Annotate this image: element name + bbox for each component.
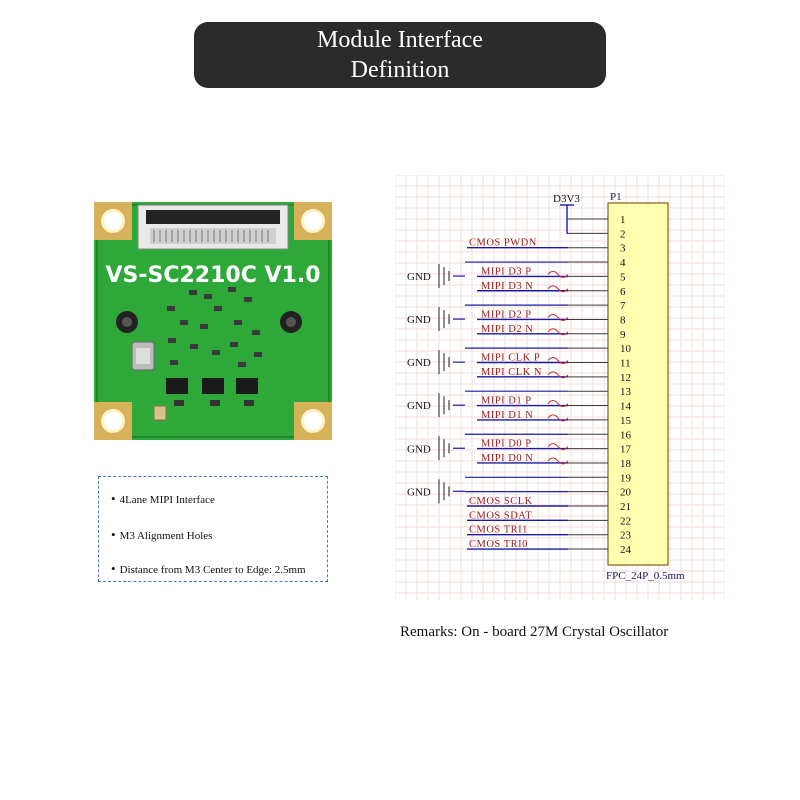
pin-number: 23 [620, 530, 632, 542]
connector-ref-label: P1 [610, 191, 622, 203]
pin-number: 19 [620, 472, 632, 484]
pin-number: 10 [620, 343, 632, 355]
signal-label: MIPI D3 N [481, 281, 533, 292]
pin-number: 24 [620, 544, 632, 556]
passive-components [167, 287, 262, 367]
pin-number: 4 [620, 257, 626, 269]
pin-number: 22 [620, 515, 631, 527]
pin-number: 20 [620, 487, 632, 499]
note-item: •M3 Alignment Holes [111, 527, 213, 542]
signal-label: MIPI D3 P [481, 266, 532, 277]
pin-number: 7 [620, 300, 626, 312]
diff-pair-marker [547, 457, 569, 465]
pin-number: 18 [620, 458, 632, 470]
schematic-drawing: P1FPC_24P_0.5mm1234567891011121314151617… [394, 174, 726, 600]
mounting-hole-top-right [294, 202, 332, 240]
diff-pair-marker [547, 443, 569, 451]
connector-body [607, 202, 669, 566]
note-item: •4Lane MIPI Interface [111, 491, 215, 506]
diff-pair-marker [547, 357, 569, 364]
diff-pair-marker [547, 270, 569, 278]
mounting-hole-bottom-right [294, 402, 332, 440]
board-image: VS-SC2210C V1.0 [94, 202, 332, 440]
pin-number: 8 [620, 314, 626, 326]
note-text: M3 Alignment Holes [119, 530, 213, 542]
camera-module-board: VS-SC2210C V1.0 [94, 202, 332, 440]
gnd-label: GND [407, 314, 431, 326]
pin-number: 15 [620, 415, 632, 427]
pin-number: 14 [620, 401, 632, 413]
note-item: •Distance from M3 Center to Edge: 2.5mm [111, 561, 306, 576]
signal-label: MIPI CLK P [481, 353, 540, 364]
signal-label: CMOS PWDN [469, 238, 537, 249]
pin-number: 21 [620, 501, 631, 513]
gnd-label: GND [407, 357, 431, 369]
pin-number: 12 [620, 372, 631, 384]
signal-label: MIPI CLK N [481, 367, 542, 378]
signal-label: MIPI D0 N [481, 453, 533, 464]
title-banner: Module Interface Definition [194, 22, 606, 88]
note-text: Distance from M3 Center to Edge: 2.5mm [119, 564, 306, 576]
signal-label: CMOS SCLK [469, 496, 533, 507]
gnd-label: GND [407, 400, 431, 412]
lens-holder-screw-right [280, 311, 302, 333]
board-label: VS-SC2210C V1.0 [105, 263, 320, 288]
crystal-oscillator [131, 341, 155, 371]
diff-pair-marker [547, 328, 569, 336]
pin-number: 6 [620, 286, 626, 298]
diff-pair-marker [547, 313, 569, 321]
title-line-2: Definition [350, 57, 450, 83]
signal-label: MIPI D0 P [481, 439, 532, 450]
feature-notes: •4Lane MIPI Interface •M3 Alignment Hole… [98, 476, 328, 582]
pin-number: 1 [620, 214, 626, 226]
signal-label: CMOS TRI0 [469, 539, 528, 550]
pin-number: 3 [620, 243, 626, 255]
mounting-hole-bottom-left [94, 402, 132, 440]
remark-text: Remarks: On - board 27M Crystal Oscillat… [400, 624, 669, 640]
diff-pair-marker [547, 400, 569, 408]
diff-pair-marker [547, 414, 569, 422]
gnd-label: GND [407, 443, 431, 455]
diff-pair-marker [547, 285, 569, 293]
pin-number: 11 [620, 358, 631, 370]
board-substrate [94, 202, 332, 440]
gnd-label: GND [407, 271, 431, 283]
mounting-hole-top-left [94, 202, 132, 240]
power-label: D3V3 [553, 193, 580, 205]
signal-label: MIPI D2 N [481, 324, 533, 335]
regulator-ics [166, 378, 258, 406]
capacitor [153, 405, 167, 421]
signal-label: MIPI D2 P [481, 309, 532, 320]
pin-number: 13 [620, 386, 632, 398]
pin-number: 16 [620, 429, 632, 441]
note-text: 4Lane MIPI Interface [119, 494, 215, 506]
lens-holder-screw-left [116, 311, 138, 333]
pin-number: 2 [620, 228, 626, 240]
pin-number: 17 [620, 444, 632, 456]
title-line-1: Module Interface [317, 27, 483, 53]
signal-label: MIPI D1 P [481, 396, 532, 407]
pin-number: 9 [620, 329, 626, 341]
diff-pair-marker [547, 371, 569, 379]
connector-part-label: FPC_24P_0.5mm [606, 570, 685, 582]
fpc-connector [137, 204, 289, 250]
signal-label: CMOS SDAT [469, 510, 532, 521]
gnd-label: GND [407, 486, 431, 498]
pin-number: 5 [620, 271, 626, 283]
signal-label: CMOS TRI1 [469, 525, 528, 536]
signal-label: MIPI D1 N [481, 410, 533, 421]
